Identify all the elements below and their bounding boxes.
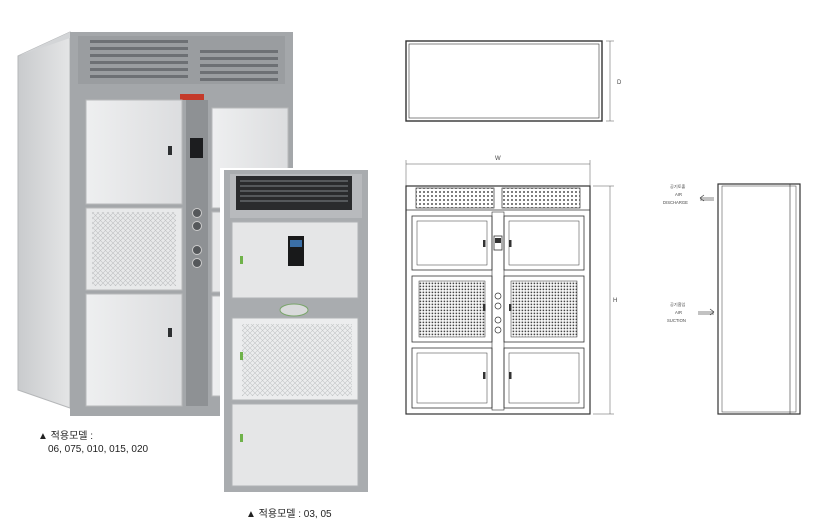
large-unit-caption-models: 06, 075, 010, 015, 020 [48, 444, 149, 455]
suction-label-kr: 공기흡입 [670, 301, 686, 308]
small-unit-caption: ▲ 적용모델 : 03, 05 [246, 509, 332, 520]
suction-label-en2: SUCTION [667, 318, 686, 323]
height-label: H [613, 298, 617, 304]
small-unit-photo [220, 168, 370, 494]
discharge-label-kr: 공기토출 [670, 183, 686, 190]
front-view-drawing: W H [405, 156, 617, 415]
discharge-label-en1: AIR [675, 192, 682, 197]
side-view-drawing: 공기토출 AIR DISCHARGE 공기흡입 AIR SUCTION [663, 183, 801, 415]
width-label: W [495, 156, 501, 162]
top-view-drawing: D [405, 40, 622, 122]
discharge-label-en2: DISCHARGE [663, 200, 688, 205]
depth-label: D [617, 80, 622, 86]
large-unit-caption-title: ▲ 적용모델 : [38, 431, 94, 442]
suction-label-en1: AIR [675, 310, 682, 315]
